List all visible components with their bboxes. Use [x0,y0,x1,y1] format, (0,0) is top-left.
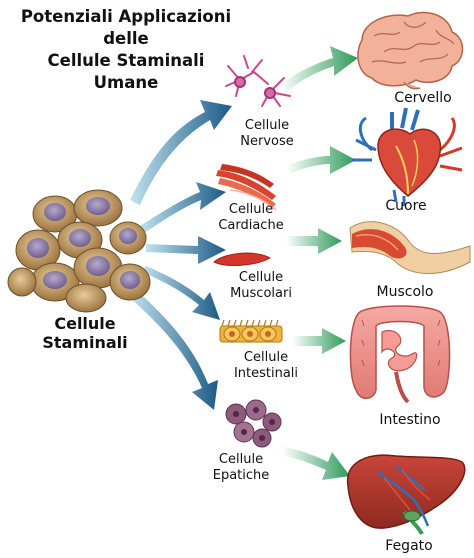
liver-cells-label-line-2: Epatiche [212,468,270,483]
heart-icon [352,107,463,206]
arrow-to-liver [282,446,350,480]
arrow-to-muscle [286,228,342,254]
intestinal-cells-icon [219,319,283,343]
muscle-label: Muscolo [376,284,434,300]
nerve-cells-label: Cellule Nervose [224,118,310,150]
arrow-to-muscle-cells [146,236,226,264]
liver-cells-label-line-1: Cellule [218,452,264,467]
intestinal-cells-label-line-2: Intestinali [233,366,299,381]
title-line-2: delle [103,29,149,48]
muscle-cells-label: Cellule Muscolari [218,270,304,302]
liver-icon [346,454,466,535]
arrow-to-liver-cells [130,290,218,410]
blue-arrows [130,100,232,410]
arrow-to-intestine [292,328,346,354]
title-line-1: Potenziali Applicazioni [20,7,232,26]
stem-cells-label: Cellule Staminali [30,314,140,352]
title-line-3: Cellule Staminali [47,51,205,70]
muscle-cells-label-line-2: Muscolari [230,286,292,301]
stem-cell-cluster [7,189,151,313]
nerve-cells-label-line-1: Cellule [244,118,290,133]
title-line-4: Umane [93,73,159,92]
nerve-cells-icon [225,55,291,107]
cardiac-cells-label-line-2: Cardiache [218,218,284,233]
arrow-to-nerve-cells [130,100,232,205]
arrow-to-brain [280,46,358,93]
green-arrows [280,46,358,480]
intestinal-cells-label-line-1: Cellule [243,350,289,365]
heart-label: Cuore [385,198,427,214]
brain-label: Cervello [394,90,452,106]
muscle-cells-label-line-1: Cellule [238,270,284,285]
cardiac-cells-icon [216,164,277,211]
liver-label: Fegato [385,538,433,554]
intestinal-cells-label: Cellule Intestinali [218,350,314,382]
diagram-title: Potenziali Applicazioni delle Cellule St… [0,6,252,94]
liver-cells-icon [225,399,282,448]
intestine-icon [349,305,451,404]
muscle-cell-icon [213,252,272,266]
arrow-to-intestinal-cells [142,266,220,320]
nerve-cells-label-line-2: Nervose [240,134,294,149]
brain-icon [357,11,464,90]
muscle-icon [349,221,471,275]
arrow-to-cardiac-cells [140,182,226,232]
stem-cells-label-line-1: Cellule [54,314,116,333]
cardiac-cells-label-line-1: Cellule [228,202,274,217]
liver-cells-label: Cellule Epatiche [198,452,284,484]
intestine-label: Intestino [379,412,441,428]
stem-cells-label-line-2: Staminali [42,333,128,352]
arrow-to-heart [286,146,356,174]
cardiac-cells-label: Cellule Cardiache [208,202,294,234]
